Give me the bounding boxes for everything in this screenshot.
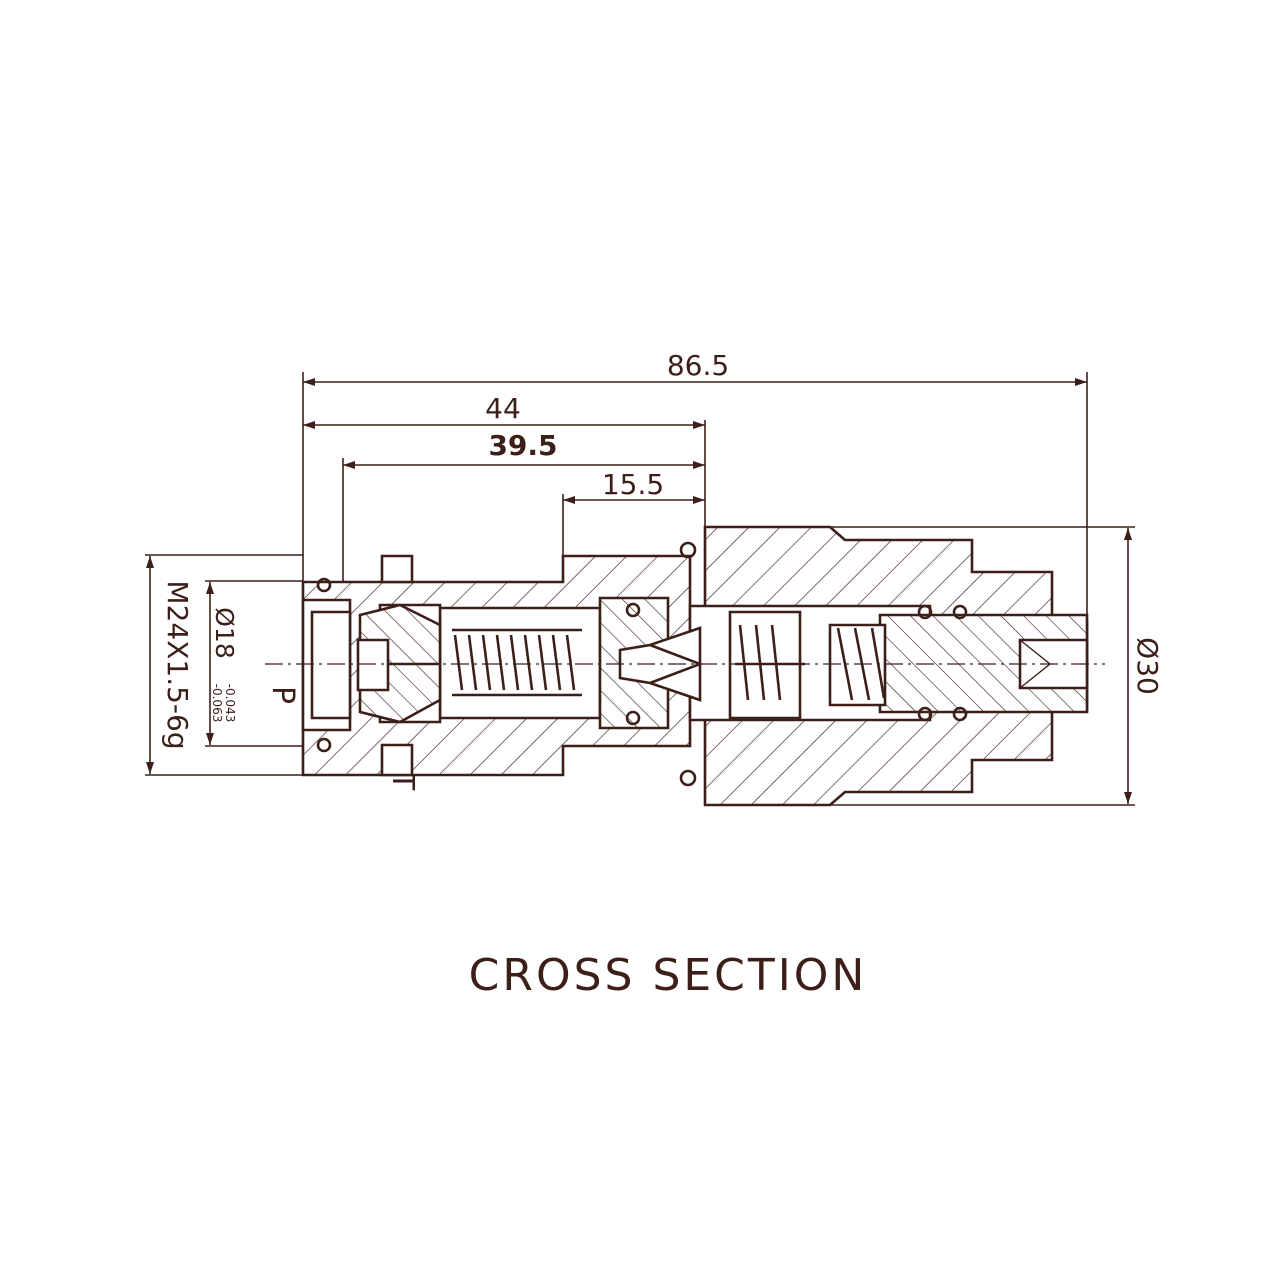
dim-bore-diameter-group: Ø18 -0.043 -0.063 <box>210 607 239 722</box>
dim-bore-diameter: Ø18 <box>210 607 239 659</box>
dim-bore-tol-lower: -0.063 <box>210 684 224 723</box>
caption: CROSS SECTION <box>469 950 868 1001</box>
dim-thread: M24X1.5-6g <box>161 580 194 749</box>
dimension-lines <box>145 372 1135 806</box>
o-rings <box>316 541 968 787</box>
dim-bore-tol-upper: -0.043 <box>223 684 237 723</box>
dim-length-39-5: 39.5 <box>488 429 557 462</box>
main-spring <box>452 628 582 697</box>
dim-overall-length: 86.5 <box>667 349 729 382</box>
dim-length-44: 44 <box>485 392 521 425</box>
dim-outer-diameter: Ø30 <box>1131 637 1164 695</box>
pilot-spring-large <box>828 623 887 707</box>
dim-length-15-5: 15.5 <box>602 468 664 501</box>
port-p-label: P <box>265 686 300 704</box>
valve-cartridge <box>265 525 1105 807</box>
